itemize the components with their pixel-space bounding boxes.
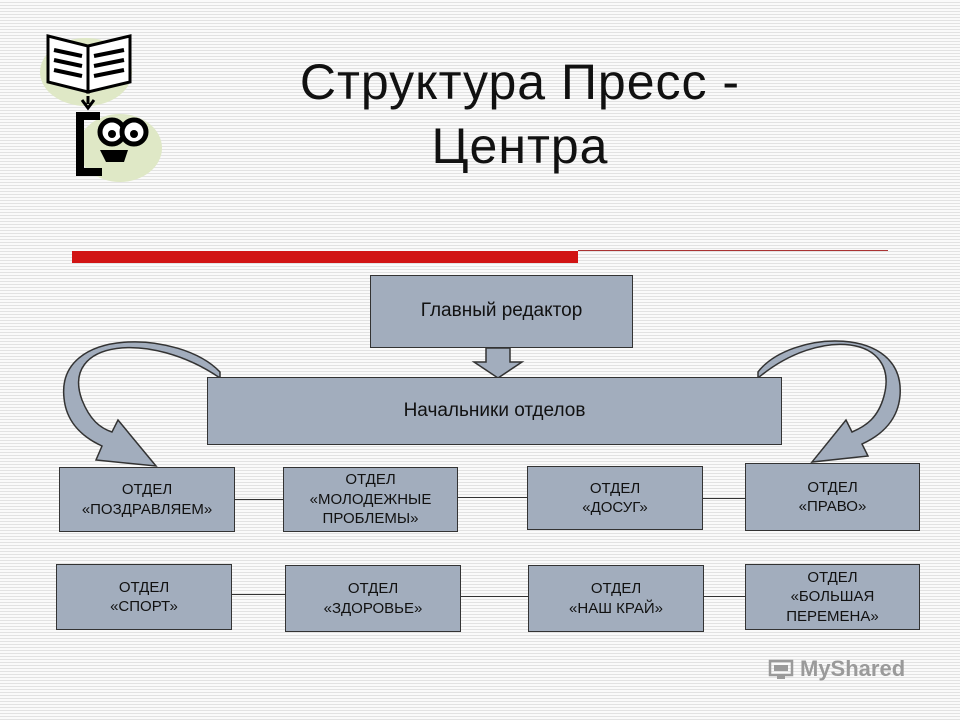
dept-line: ОТДЕЛ <box>807 478 858 496</box>
dept-line: «СПОРТ» <box>110 598 178 615</box>
dept-line: «ДОСУГ» <box>582 499 648 516</box>
connector <box>702 498 746 499</box>
face-icon <box>76 112 162 182</box>
dept-line: «МОЛОДЕЖНЫЕ <box>309 490 432 508</box>
department-bolshaya-peremena: ОТДЕЛ «БОЛЬШАЯ ПЕРЕМЕНА» <box>745 564 920 630</box>
dept-line: «БОЛЬШАЯ <box>790 588 875 606</box>
watermark-logo: MyShared <box>768 656 905 682</box>
book-icon <box>40 34 132 111</box>
dept-line: «ЗДОРОВЬЕ» <box>323 599 423 617</box>
department-heads-box: Начальники отделов <box>207 377 782 445</box>
dept-line: ОТДЕЛ <box>590 580 642 597</box>
dept-line: ОТДЕЛ <box>121 481 173 498</box>
dept-line: ПРОБЛЕМЫ» <box>322 510 419 528</box>
connector <box>234 499 284 500</box>
chief-editor-label: Главный редактор <box>420 300 583 322</box>
department-zdorovye: ОТДЕЛ «ЗДОРОВЬЕ» <box>285 565 461 632</box>
dept-line: «ПРАВО» <box>798 498 867 515</box>
dept-line: ПЕРЕМЕНА» <box>786 607 879 625</box>
thin-divider <box>578 250 888 251</box>
down-arrow-icon <box>471 347 525 379</box>
department-nash-kray: ОТДЕЛ «НАШ КРАЙ» <box>528 565 704 632</box>
watermark-icon <box>768 659 794 679</box>
department-pozdravlyaem: ОТДЕЛ «ПОЗДРАВЛЯЕМ» <box>59 467 235 532</box>
department-molodezhnye-problemy: ОТДЕЛ «МОЛОДЕЖНЫЕ ПРОБЛЕМЫ» <box>283 467 458 532</box>
curved-arrow-right-icon <box>757 340 901 463</box>
connector <box>460 596 529 597</box>
curved-arrow-left-icon <box>63 341 221 467</box>
dept-line: ОТДЕЛ <box>807 568 858 586</box>
chief-editor-box: Главный редактор <box>370 275 633 348</box>
department-pravo: ОТДЕЛ «ПРАВО» <box>745 463 920 531</box>
department-heads-label: Начальники отделов <box>403 399 586 421</box>
connector <box>457 497 527 498</box>
dept-line: «ПОЗДРАВЛЯЕМ» <box>81 500 213 518</box>
dept-line: ОТДЕЛ <box>589 479 641 497</box>
red-divider <box>72 251 578 263</box>
page-title: Структура Пресс - Центра <box>220 50 820 178</box>
connector <box>231 594 286 595</box>
dept-line: ОТДЕЛ <box>345 471 396 489</box>
watermark-text: MyShared <box>800 656 906 681</box>
connector <box>703 596 746 597</box>
dept-line: «НАШ КРАЙ» <box>569 599 663 617</box>
title-line-2: Центра <box>431 118 609 174</box>
dept-line: ОТДЕЛ <box>347 580 399 597</box>
department-sport: ОТДЕЛ «СПОРТ» <box>56 564 232 630</box>
title-line-1: Структура Пресс - <box>299 54 741 110</box>
dept-line: ОТДЕЛ <box>118 578 170 596</box>
department-dosug: ОТДЕЛ «ДОСУГ» <box>527 466 703 530</box>
